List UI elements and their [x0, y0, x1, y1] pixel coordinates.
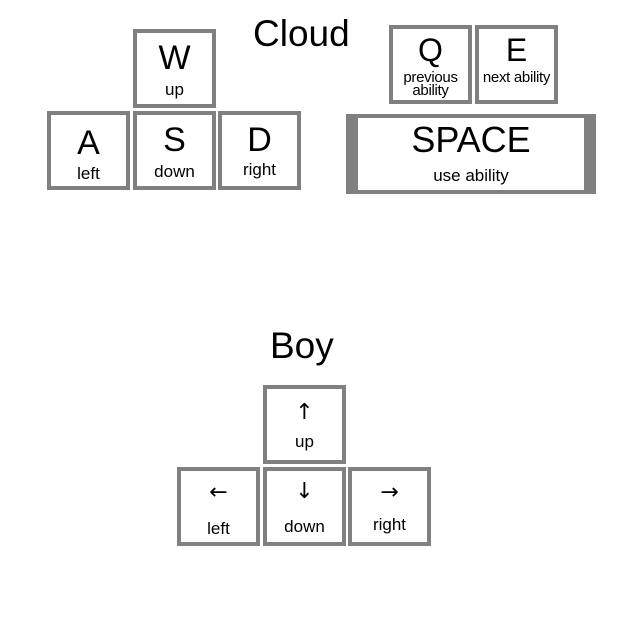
arrow-right-icon: →: [380, 480, 399, 505]
key-d-label: right: [242, 160, 277, 179]
boy-title: Boy: [270, 325, 334, 366]
cloud-title: Cloud: [253, 13, 350, 54]
key-arrow-left-label: left: [207, 519, 230, 538]
key-q: Q previous ability: [389, 25, 472, 104]
key-q-letter: Q: [418, 32, 443, 68]
key-space-label: use ability: [433, 166, 509, 185]
key-arrow-up: ↑ up: [263, 385, 346, 464]
key-space: SPACE use ability: [346, 114, 596, 194]
key-space-letter: SPACE: [411, 119, 531, 160]
key-a-letter: A: [77, 124, 100, 162]
arrow-down-icon: ↓: [295, 479, 314, 504]
key-a-label: left: [77, 164, 100, 183]
key-q-label: previous ability: [403, 69, 458, 99]
key-arrow-down-label: down: [284, 517, 325, 536]
key-e-label: next ability: [482, 69, 551, 86]
key-w: W up: [133, 29, 216, 108]
key-arrow-right: → right: [348, 467, 431, 546]
key-arrow-up-label: up: [295, 432, 314, 451]
key-s-label: down: [154, 162, 195, 181]
key-arrow-left: ← left: [177, 467, 260, 546]
key-w-label: up: [165, 80, 184, 99]
key-a: A left: [47, 111, 130, 190]
key-d: D right: [218, 111, 301, 190]
key-s-letter: S: [163, 121, 186, 159]
key-arrow-right-label: right: [372, 515, 407, 534]
key-w-letter: W: [158, 39, 191, 77]
key-e-letter: E: [505, 32, 528, 68]
key-d-letter: D: [247, 121, 272, 159]
arrow-up-icon: ↑: [295, 400, 314, 425]
arrow-left-icon: ←: [209, 480, 228, 505]
key-s: S down: [133, 111, 216, 190]
key-e: E next ability: [475, 25, 558, 104]
key-arrow-down: ↓ down: [263, 467, 346, 546]
